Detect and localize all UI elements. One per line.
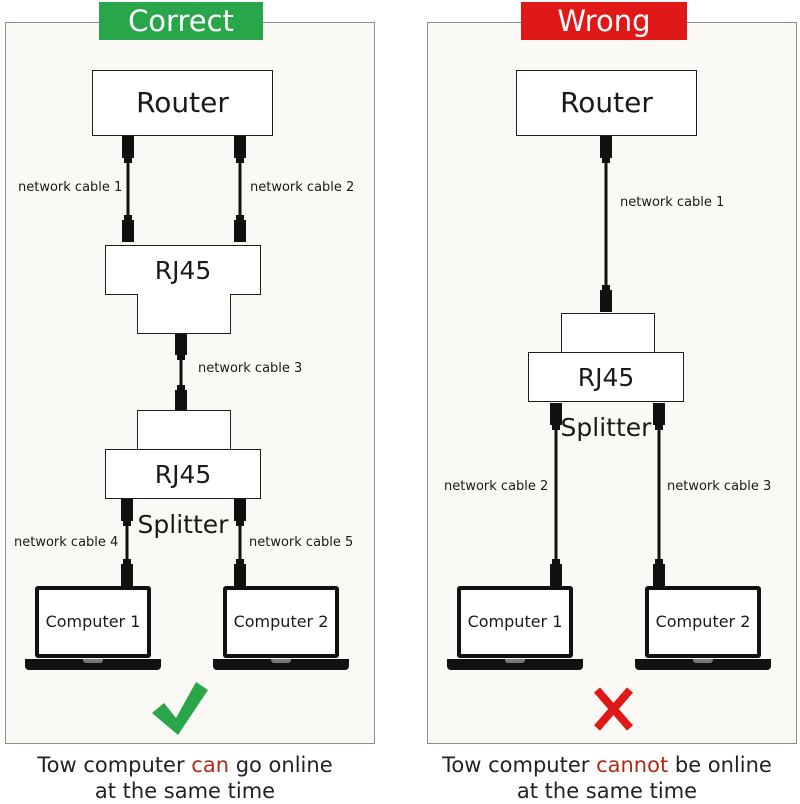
caption-highlight: cannot — [596, 753, 669, 777]
correct-heading: Correct — [99, 2, 263, 40]
wrong-router: Router — [516, 70, 697, 136]
correct-computer-1: Computer 1 — [25, 586, 161, 672]
wrong-cable-1-label: network cable 1 — [620, 195, 725, 210]
wrong-splitter: RJ45 Splitter — [528, 352, 684, 442]
wrong-computer-1: Computer 1 — [447, 586, 583, 672]
wrong-computer-2: Computer 2 — [635, 586, 771, 672]
laptop-icon: Computer 1 — [457, 586, 573, 658]
correct-splitter-bottom: RJ45 Splitter — [105, 449, 261, 539]
correct-splitter-top: RJ45 Splitter — [105, 245, 261, 335]
correct-computer-2: Computer 2 — [213, 586, 349, 672]
wrong-caption: Tow computer cannot be online at the sam… — [442, 753, 772, 803]
laptop-icon: Computer 2 — [223, 586, 339, 658]
correct-cable-5-label: network cable 5 — [249, 535, 354, 550]
wrong-cable-3-label: network cable 3 — [667, 479, 772, 494]
correct-cable-1-label: network cable 1 — [18, 180, 123, 195]
correct-router: Router — [92, 70, 273, 136]
wrong-cable-2-label: network cable 2 — [444, 479, 549, 494]
laptop-icon: Computer 1 — [35, 586, 151, 658]
computer-label: Computer 1 — [39, 590, 147, 654]
correct-caption: Tow computer can go online at the same t… — [37, 753, 333, 803]
correct-cable-4-label: network cable 4 — [14, 535, 119, 550]
wrong-splitter-port — [561, 313, 655, 353]
laptop-icon: Computer 2 — [645, 586, 761, 658]
computer-label: Computer 2 — [649, 590, 757, 654]
wrong-heading: Wrong — [521, 2, 687, 40]
correct-cable-3-label: network cable 3 — [198, 361, 303, 376]
computer-label: Computer 1 — [461, 590, 569, 654]
correct-splitter-bottom-port — [137, 410, 231, 450]
correct-cable-2-label: network cable 2 — [250, 180, 355, 195]
correct-splitter-top-port — [137, 294, 231, 334]
computer-label: Computer 2 — [227, 590, 335, 654]
caption-highlight: can — [191, 753, 230, 777]
